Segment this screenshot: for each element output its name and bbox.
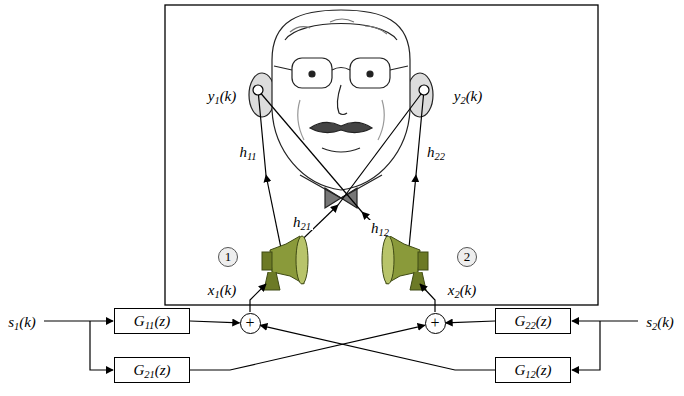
signal-label: h22 [425,144,447,161]
summing-junction: + [425,313,446,334]
filter-box: G12(z) [495,357,571,383]
filter-box: G21(z) [114,357,190,383]
filter-box: G11(z) [114,308,190,334]
signal-label: s2(k) [644,314,676,331]
signal-label: x1(k) [206,282,239,299]
node-text: G11(z) [134,313,170,330]
signal-connector [260,325,495,370]
signal-connector [190,325,425,370]
signal-label: x2(k) [446,282,479,299]
callout-number: 2 [457,247,477,267]
callout-number: 1 [218,247,238,267]
signal-label: s1(k) [6,314,38,331]
filter-box: G22(z) [495,308,571,334]
signal-label: h11 [237,144,258,161]
node-text: G22(z) [514,313,551,330]
signal-label: y2(k) [452,88,485,105]
node-text: 2 [464,249,471,265]
loudspeaker [262,236,428,290]
summing-junction: + [240,313,261,334]
signal-label: y1(k) [206,88,239,105]
signal-label: h12 [369,220,391,237]
node-text: 1 [225,249,232,265]
acoustic-path [253,85,429,258]
node-text: G21(z) [133,362,170,379]
signal-connector [446,321,496,323]
signal-connector [190,321,240,323]
node-text: + [430,315,439,331]
listener-head [249,10,433,208]
node-text: G12(z) [514,362,551,379]
signal-label: h21 [291,214,313,231]
node-text: + [245,315,254,331]
